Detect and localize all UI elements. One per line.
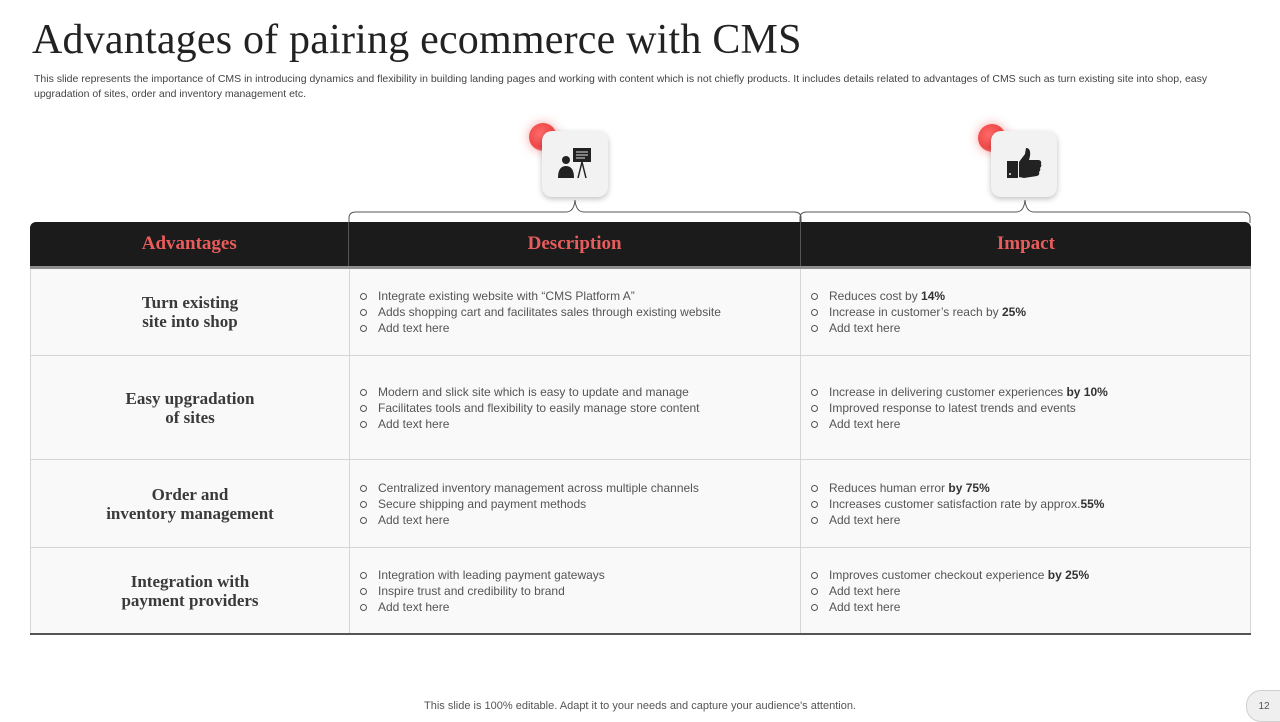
- page-number: 12: [1246, 690, 1280, 722]
- slide-subtitle: This slide represents the importance of …: [34, 73, 1208, 100]
- list-item: Reduces human error by 75%: [811, 480, 1250, 496]
- list-item-text: Improved response to latest trends and e…: [829, 400, 1076, 415]
- list-item-text: Increase in customer’s reach by: [829, 305, 1002, 319]
- advantages-table: Advantages Description Impact Turn exist…: [30, 222, 1251, 635]
- header-impact: Impact: [799, 222, 1251, 266]
- impact-cell: Improves customer checkout experience by…: [800, 548, 1251, 633]
- list-item: Secure shipping and payment methods: [360, 496, 800, 512]
- list-item-text: Integrate existing website with “CMS Pla…: [378, 289, 635, 303]
- list-item-text: Increase in delivering customer experien…: [829, 384, 1067, 399]
- description-cell: Integrate existing website with “CMS Pla…: [349, 269, 800, 355]
- list-item: Add text here: [811, 320, 1250, 336]
- list-item-text: Centralized inventory management across …: [378, 480, 699, 495]
- impact-cell: Increase in delivering customer experien…: [800, 356, 1251, 459]
- header-advantages: Advantages: [141, 233, 237, 254]
- list-item-text: Add text here: [378, 599, 450, 614]
- list-item: Centralized inventory management across …: [360, 480, 800, 496]
- list-item-text: Facilitates tools and flexibility to eas…: [378, 400, 700, 415]
- list-item: Add text here: [811, 512, 1250, 528]
- advantage-cell: Turn existing site into shop: [30, 269, 349, 355]
- advantage-cell: Easy upgradation of sites: [30, 356, 349, 459]
- table-row: Order and inventory management Centralize…: [30, 460, 1251, 548]
- description-cell: Integration with leading payment gateway…: [349, 548, 800, 633]
- advantage-cell: Order and inventory management: [30, 460, 349, 547]
- list-item-text: Improves customer checkout experience: [829, 567, 1048, 582]
- list-item-text: Add text here: [378, 416, 450, 431]
- list-item-highlight: by 75%: [948, 480, 990, 495]
- list-item: Adds shopping cart and facilitates sales…: [360, 304, 800, 320]
- list-item-text: Add text here: [829, 599, 901, 614]
- footer-note: This slide is 100% editable. Adapt it to…: [424, 700, 856, 712]
- list-item: Add text here: [360, 599, 800, 615]
- list-item-text: Add text here: [829, 321, 901, 335]
- presenter-board-icon: [542, 131, 608, 197]
- list-item-text: Modern and slick site which is easy to u…: [378, 384, 689, 399]
- list-item: Add text here: [811, 583, 1250, 599]
- list-item-highlight: 14%: [921, 289, 946, 303]
- list-item: Add text here: [811, 599, 1250, 615]
- list-item-highlight: 25%: [1001, 305, 1026, 319]
- list-item-text: Add text here: [829, 416, 901, 431]
- table-row: Easy upgradation of sites Modern and slic…: [30, 356, 1251, 460]
- list-item: Increases customer satisfaction rate by …: [811, 496, 1250, 512]
- list-item-text: Integration with leading payment gateway…: [378, 567, 605, 582]
- list-item: Add text here: [360, 416, 800, 432]
- description-cell: Modern and slick site which is easy to u…: [349, 356, 800, 459]
- list-item-text: Add text here: [829, 583, 901, 598]
- list-item-text: Reduces cost by: [829, 289, 922, 303]
- list-item: Increase in delivering customer experien…: [811, 384, 1250, 400]
- slide-title: Advantages of pairing ecommerce with CMS: [32, 17, 802, 63]
- list-item: Facilitates tools and flexibility to eas…: [360, 400, 800, 416]
- header-description: Description: [348, 222, 799, 266]
- list-item: Add text here: [360, 320, 800, 336]
- list-item: Improved response to latest trends and e…: [811, 400, 1250, 416]
- impact-brace: [799, 199, 1251, 223]
- list-item-highlight: 55%: [1080, 496, 1105, 511]
- impact-cell: Reduces human error by 75%Increases cust…: [800, 460, 1251, 547]
- impact-cell: Reduces cost by 14%Increase in customer’…: [800, 269, 1251, 355]
- list-item-text: Add text here: [378, 512, 450, 527]
- list-item: Increase in customer’s reach by 25%: [811, 304, 1250, 320]
- list-item-text: Inspire trust and credibility to brand: [378, 583, 565, 598]
- list-item-text: Reduces human error: [829, 480, 949, 495]
- list-item-text: Add text here: [829, 512, 901, 527]
- description-brace: [348, 199, 802, 223]
- table-row: Integration with payment providers Integr…: [30, 548, 1251, 635]
- list-item-text: Add text here: [378, 321, 450, 335]
- list-item: Reduces cost by 14%: [811, 288, 1250, 304]
- list-item-text: Increases customer satisfaction rate by …: [829, 496, 1081, 511]
- list-item: Add text here: [360, 512, 800, 528]
- advantage-cell: Integration with payment providers: [30, 548, 349, 633]
- table-body: Turn existing site into shop Integrate ex…: [30, 269, 1251, 635]
- list-item: Improves customer checkout experience by…: [811, 567, 1250, 583]
- description-cell: Centralized inventory management across …: [349, 460, 800, 547]
- list-item: Add text here: [811, 416, 1250, 432]
- list-item: Modern and slick site which is easy to u…: [360, 384, 800, 400]
- list-item: Integration with leading payment gateway…: [360, 567, 800, 583]
- table-header: Advantages Description Impact: [30, 222, 1251, 269]
- thumbs-up-icon: [991, 131, 1057, 197]
- list-item-highlight: by 10%: [1066, 384, 1108, 399]
- list-item-text: Secure shipping and payment methods: [378, 496, 587, 511]
- list-item: Inspire trust and credibility to brand: [360, 583, 800, 599]
- list-item: Integrate existing website with “CMS Pla…: [360, 288, 800, 304]
- table-row: Turn existing site into shop Integrate ex…: [30, 269, 1251, 356]
- list-item-highlight: by 25%: [1047, 567, 1090, 582]
- list-item-text: Adds shopping cart and facilitates sales…: [378, 305, 721, 319]
